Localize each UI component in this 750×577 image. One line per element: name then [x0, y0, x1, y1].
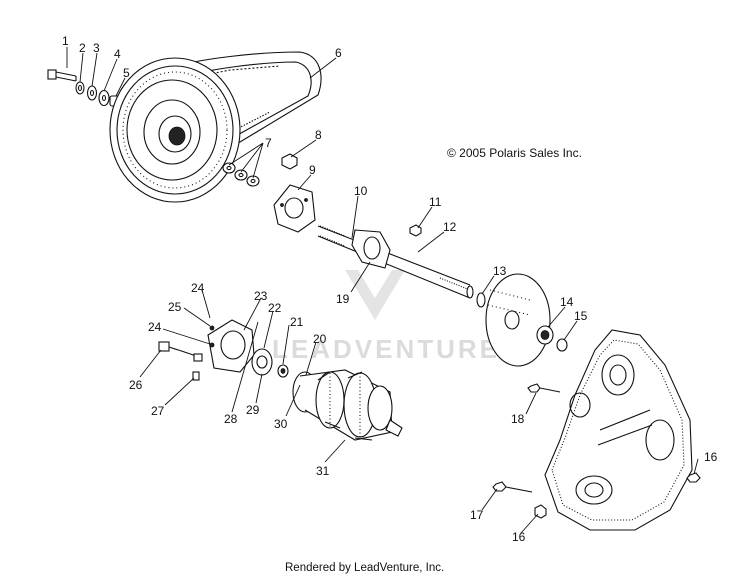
callout-24-top: 24 [191, 281, 205, 295]
ring-part-15 [556, 338, 568, 352]
callout-22: 22 [268, 301, 282, 315]
bearing-part-14 [536, 325, 554, 345]
gearcase-housing [544, 329, 693, 531]
callout-3: 3 [93, 41, 100, 55]
callout-13: 13 [493, 264, 507, 278]
callout-24-left: 24 [148, 320, 162, 334]
callout-23: 23 [254, 289, 268, 303]
washer-set-7 [222, 162, 260, 187]
callout-25: 25 [168, 300, 182, 314]
nut-part-8 [281, 153, 298, 170]
watermark-logo [345, 270, 405, 320]
callout-17: 17 [470, 508, 484, 522]
callout-26: 26 [129, 378, 143, 392]
footer-credit: Rendered by LeadVenture, Inc. [285, 562, 444, 574]
callout-27: 27 [151, 404, 165, 418]
watermark-text: LEADVENTURE [272, 334, 500, 364]
callout-2: 2 [79, 41, 86, 55]
callout-29: 29 [246, 403, 260, 417]
spacer-part-21 [277, 364, 289, 378]
callout-14: 14 [560, 295, 574, 309]
callout-28: 28 [224, 412, 238, 426]
callout-1: 1 [62, 34, 69, 48]
callouts: 1 2 3 4 5 6 7 8 9 10 11 12 13 14 15 16 1… [62, 34, 718, 544]
callout-16-right: 16 [704, 450, 718, 464]
callout-19: 19 [336, 292, 350, 306]
driven-clutch [109, 57, 241, 203]
callout-31: 31 [316, 464, 330, 478]
gear-assembly [292, 369, 403, 441]
callout-30: 30 [274, 417, 288, 431]
brake-disc [485, 273, 551, 367]
callout-7: 7 [265, 136, 272, 150]
callout-21: 21 [290, 315, 304, 329]
cover-plate [207, 319, 255, 373]
callout-12: 12 [443, 220, 457, 234]
speed-sensor [158, 341, 203, 381]
copyright-notice: © 2005 Polaris Sales Inc. [447, 146, 582, 160]
snap-ring [476, 292, 486, 308]
callout-18: 18 [511, 412, 525, 426]
callout-4: 4 [114, 47, 121, 61]
callout-15: 15 [574, 309, 588, 323]
leader-lines [66, 47, 699, 534]
bearing-flange [273, 184, 316, 233]
bolt-part [47, 69, 77, 82]
callout-8: 8 [315, 128, 322, 142]
callout-6: 6 [335, 46, 342, 60]
callout-20: 20 [313, 332, 327, 346]
housing-bolts [492, 383, 701, 519]
watermark: LEADVENTURE [272, 270, 500, 364]
callout-11: 11 [429, 195, 442, 209]
callout-16-bottom: 16 [512, 530, 526, 544]
callout-5: 5 [123, 66, 130, 80]
washer-parts [75, 81, 110, 107]
jackshaft [317, 225, 474, 299]
callout-10: 10 [354, 184, 368, 198]
callout-9: 9 [309, 163, 316, 177]
gasket-part [251, 348, 273, 376]
